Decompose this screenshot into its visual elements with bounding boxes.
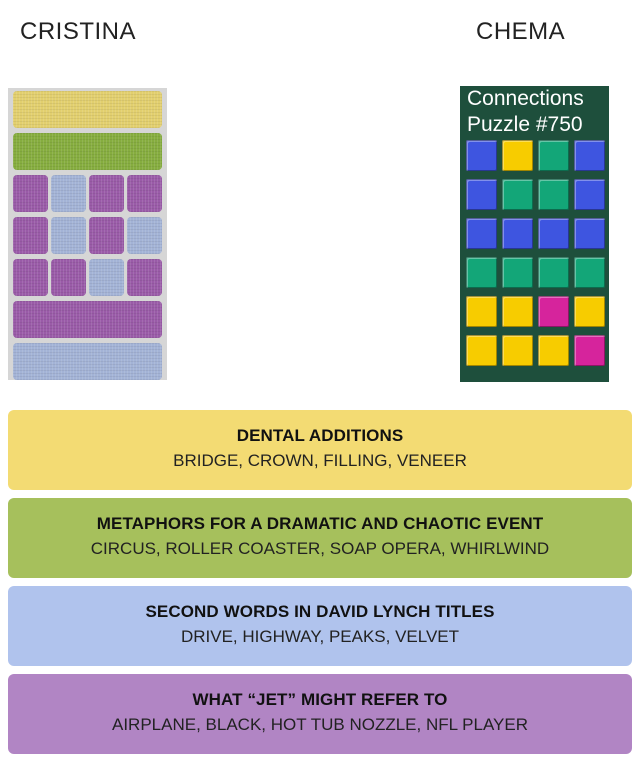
puzzle-title-line1: Connections <box>467 87 584 110</box>
emoji-row <box>466 140 605 171</box>
emoji-row <box>466 218 605 249</box>
puzzle-title-line2: Puzzle #750 <box>467 113 583 136</box>
answer-group-words: DRIVE, HIGHWAY, PEAKS, VELVET <box>180 627 460 646</box>
purple-tile <box>127 175 162 212</box>
green-square-icon <box>538 140 569 171</box>
blue-tile <box>51 175 86 212</box>
blue-tile <box>127 217 162 254</box>
answer-group-title: SECOND WORDS IN DAVID LYNCH TITLES <box>145 602 495 621</box>
chema-result-board: Connections Puzzle #750 <box>460 86 609 382</box>
board-row <box>13 301 162 338</box>
green-square-icon <box>538 179 569 210</box>
blue-square-icon <box>574 140 605 171</box>
purple-tile <box>13 259 48 296</box>
answer-group-title: WHAT “JET” MIGHT REFER TO <box>192 690 448 709</box>
player-name-chema: CHEMA <box>476 18 566 45</box>
purple-tile <box>89 217 124 254</box>
purple-tile <box>89 175 124 212</box>
blue-square-icon <box>466 179 497 210</box>
purple-tile <box>13 217 48 254</box>
purple-square-icon <box>574 335 605 366</box>
yellow-square-icon <box>466 335 497 366</box>
player-name-cristina: CRISTINA <box>20 18 137 45</box>
emoji-grid <box>466 140 605 366</box>
answer-group-words: AIRPLANE, BLACK, HOT TUB NOZZLE, NFL PLA… <box>112 715 528 734</box>
green-square-icon <box>466 257 497 288</box>
blue-tile <box>51 217 86 254</box>
answer-group-purple: WHAT “JET” MIGHT REFER TO AIRPLANE, BLAC… <box>8 674 632 754</box>
blue-square-icon <box>538 218 569 249</box>
yellow-square-icon <box>574 296 605 327</box>
board-row <box>13 175 162 212</box>
board-row <box>13 91 162 128</box>
answer-group-words: BRIDGE, CROWN, FILLING, VENEER <box>173 451 467 470</box>
emoji-row <box>466 296 605 327</box>
blue-square-icon <box>466 140 497 171</box>
answer-group-title: DENTAL ADDITIONS <box>236 426 404 445</box>
emoji-row <box>466 179 605 210</box>
purple-tile <box>51 259 86 296</box>
answer-group-blue: SECOND WORDS IN DAVID LYNCH TITLES DRIVE… <box>8 586 632 666</box>
purple-square-icon <box>538 296 569 327</box>
green-square-icon <box>502 179 533 210</box>
answer-group-words: CIRCUS, ROLLER COASTER, SOAP OPERA, WHIR… <box>90 539 550 558</box>
green-square-icon <box>538 257 569 288</box>
blue-square-icon <box>574 179 605 210</box>
board-row <box>13 133 162 170</box>
blue-square-icon <box>502 218 533 249</box>
blue-tile <box>13 343 162 380</box>
answer-group-green: METAPHORS FOR A DRAMATIC AND CHAOTIC EVE… <box>8 498 632 578</box>
yellow-square-icon <box>502 140 533 171</box>
purple-tile <box>13 301 162 338</box>
blue-square-icon <box>574 218 605 249</box>
blue-square-icon <box>466 218 497 249</box>
green-square-icon <box>574 257 605 288</box>
blue-tile <box>89 259 124 296</box>
purple-tile <box>127 259 162 296</box>
emoji-row <box>466 257 605 288</box>
yellow-square-icon <box>466 296 497 327</box>
board-row <box>13 259 162 296</box>
yellow-tile <box>13 91 162 128</box>
board-row <box>13 217 162 254</box>
board-row <box>13 343 162 380</box>
yellow-square-icon <box>538 335 569 366</box>
emoji-row <box>466 335 605 366</box>
green-square-icon <box>502 257 533 288</box>
yellow-square-icon <box>502 335 533 366</box>
answer-group-yellow: DENTAL ADDITIONS BRIDGE, CROWN, FILLING,… <box>8 410 632 490</box>
green-tile <box>13 133 162 170</box>
yellow-square-icon <box>502 296 533 327</box>
purple-tile <box>13 175 48 212</box>
answer-group-title: METAPHORS FOR A DRAMATIC AND CHAOTIC EVE… <box>96 514 544 533</box>
cristina-result-board <box>8 88 167 380</box>
